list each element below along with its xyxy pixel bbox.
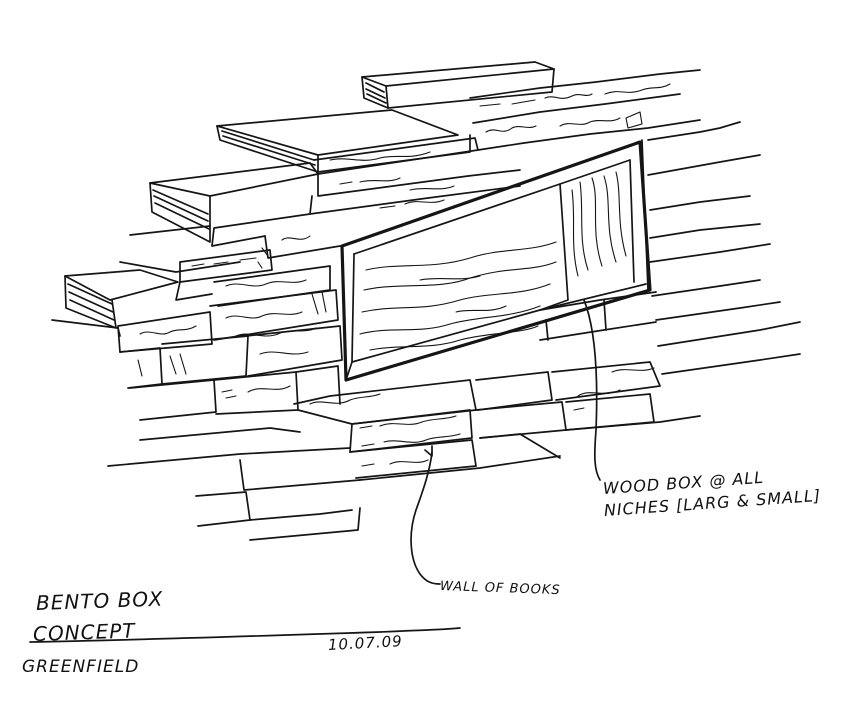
book-stack-top <box>51 61 555 337</box>
sketch-date: 10.07.09 <box>327 632 404 654</box>
wood-box-niche <box>340 139 652 382</box>
title-block-rule <box>29 627 461 643</box>
sketch-title-line-1: BENTO BOX <box>35 586 164 615</box>
book-spine-scribbles <box>137 83 671 467</box>
sketch-title-line-2: CONCEPT <box>32 618 136 646</box>
leader-lines <box>410 299 601 585</box>
signature: GREENFIELD <box>22 657 140 677</box>
wall-of-books-label: WALL OF BOOKS <box>439 579 561 599</box>
wood-grain <box>359 171 627 351</box>
wall-of-books <box>107 69 801 541</box>
